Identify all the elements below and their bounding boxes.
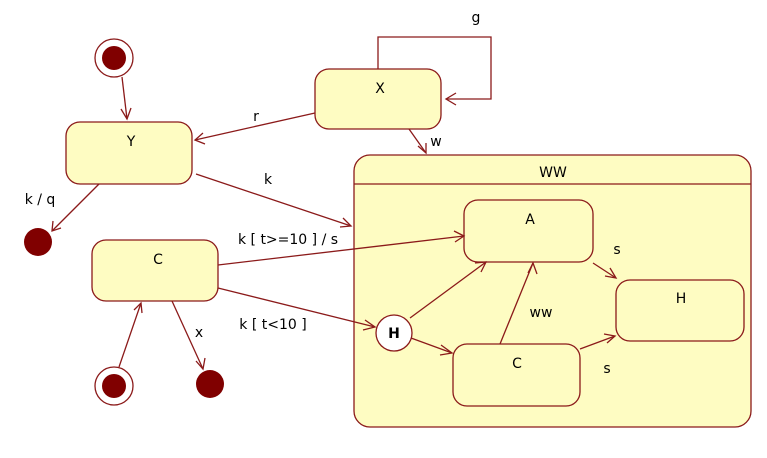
transition-history-a (409, 261, 488, 319)
label-ww: ww (530, 305, 553, 321)
transition-c-a (217, 230, 466, 266)
label-g: g (472, 10, 481, 26)
transition-y-final (51, 183, 100, 232)
transition-c-final (171, 300, 206, 371)
label-k-ge: k [ t>=10 ] / s (238, 232, 338, 248)
state-c-inner[interactable]: C (452, 343, 581, 407)
state-a[interactable]: A (463, 199, 594, 263)
label-kq: k / q (25, 192, 56, 208)
transition-x-y (193, 112, 316, 145)
state-y-label: Y (126, 134, 136, 150)
transition-initial-c (118, 301, 143, 368)
initial-state-bottom (94, 366, 134, 406)
final-state-bottom (196, 370, 224, 398)
composite-state-ww-label: WW (539, 165, 567, 181)
state-a-label: A (525, 212, 535, 228)
transition-c-h (579, 333, 617, 350)
transition-x-ww (408, 128, 427, 155)
transition-history-c (410, 337, 454, 356)
history-label: H (388, 326, 400, 342)
state-h[interactable]: H (615, 279, 745, 342)
label-k-lt: k [ t<10 ] (239, 317, 306, 333)
transition-x-self-g (377, 36, 492, 106)
label-s-bottom: s (603, 361, 610, 377)
transition-c-a-inner (499, 261, 538, 345)
transition-a-h (592, 262, 618, 279)
label-w: w (430, 134, 441, 150)
state-c-inner-label: C (512, 356, 522, 372)
state-h-label: H (676, 291, 687, 307)
state-x-label: X (375, 81, 385, 97)
state-c-outer-label: C (153, 252, 163, 268)
label-r: r (253, 109, 259, 125)
label-x: x (195, 325, 203, 341)
transition-c-history (217, 287, 377, 331)
label-k: k (264, 172, 273, 188)
transition-initial-y (120, 76, 132, 121)
final-state-left (24, 228, 52, 256)
label-s-top: s (613, 242, 620, 258)
initial-state-top (94, 38, 134, 78)
state-x[interactable]: X (314, 68, 442, 130)
state-y[interactable]: Y (65, 121, 193, 185)
history-pseudostate[interactable]: H (375, 314, 413, 352)
state-c-outer[interactable]: C (91, 239, 219, 302)
transition-y-ww (195, 173, 353, 228)
